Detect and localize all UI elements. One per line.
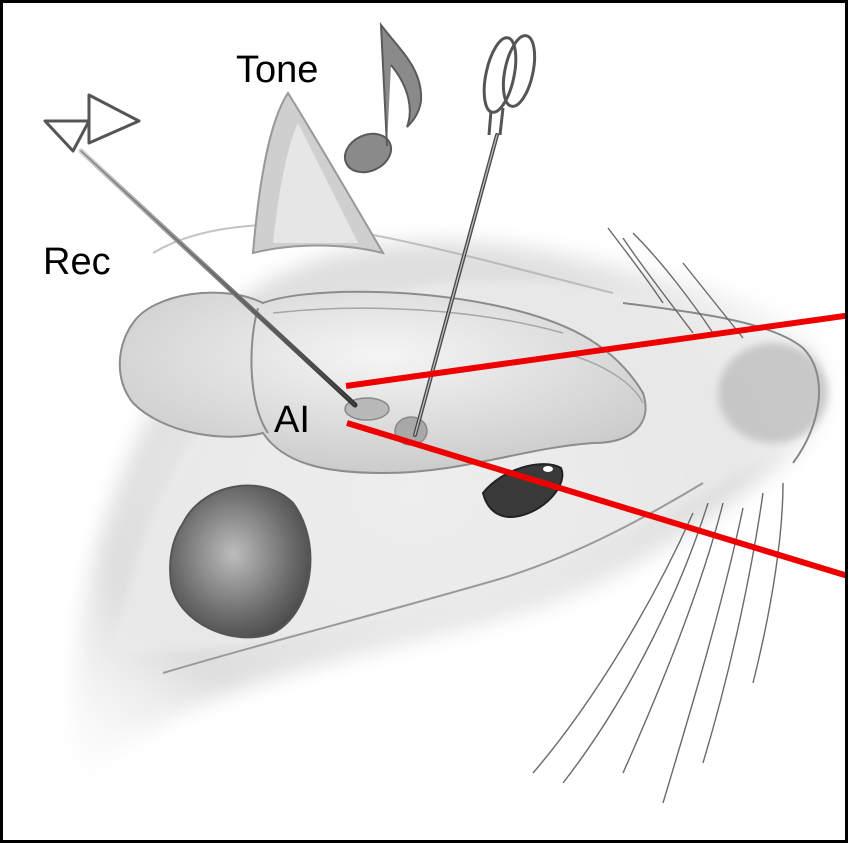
- electrode-coil-icon: [478, 33, 540, 135]
- ai-label: AI: [274, 401, 310, 439]
- rat-head-illustration: [3, 3, 848, 843]
- rec-label: Rec: [43, 243, 111, 281]
- tone-label: Tone: [236, 51, 318, 89]
- music-note-icon: [339, 25, 421, 179]
- amplifier-triangle-icon: [45, 95, 139, 151]
